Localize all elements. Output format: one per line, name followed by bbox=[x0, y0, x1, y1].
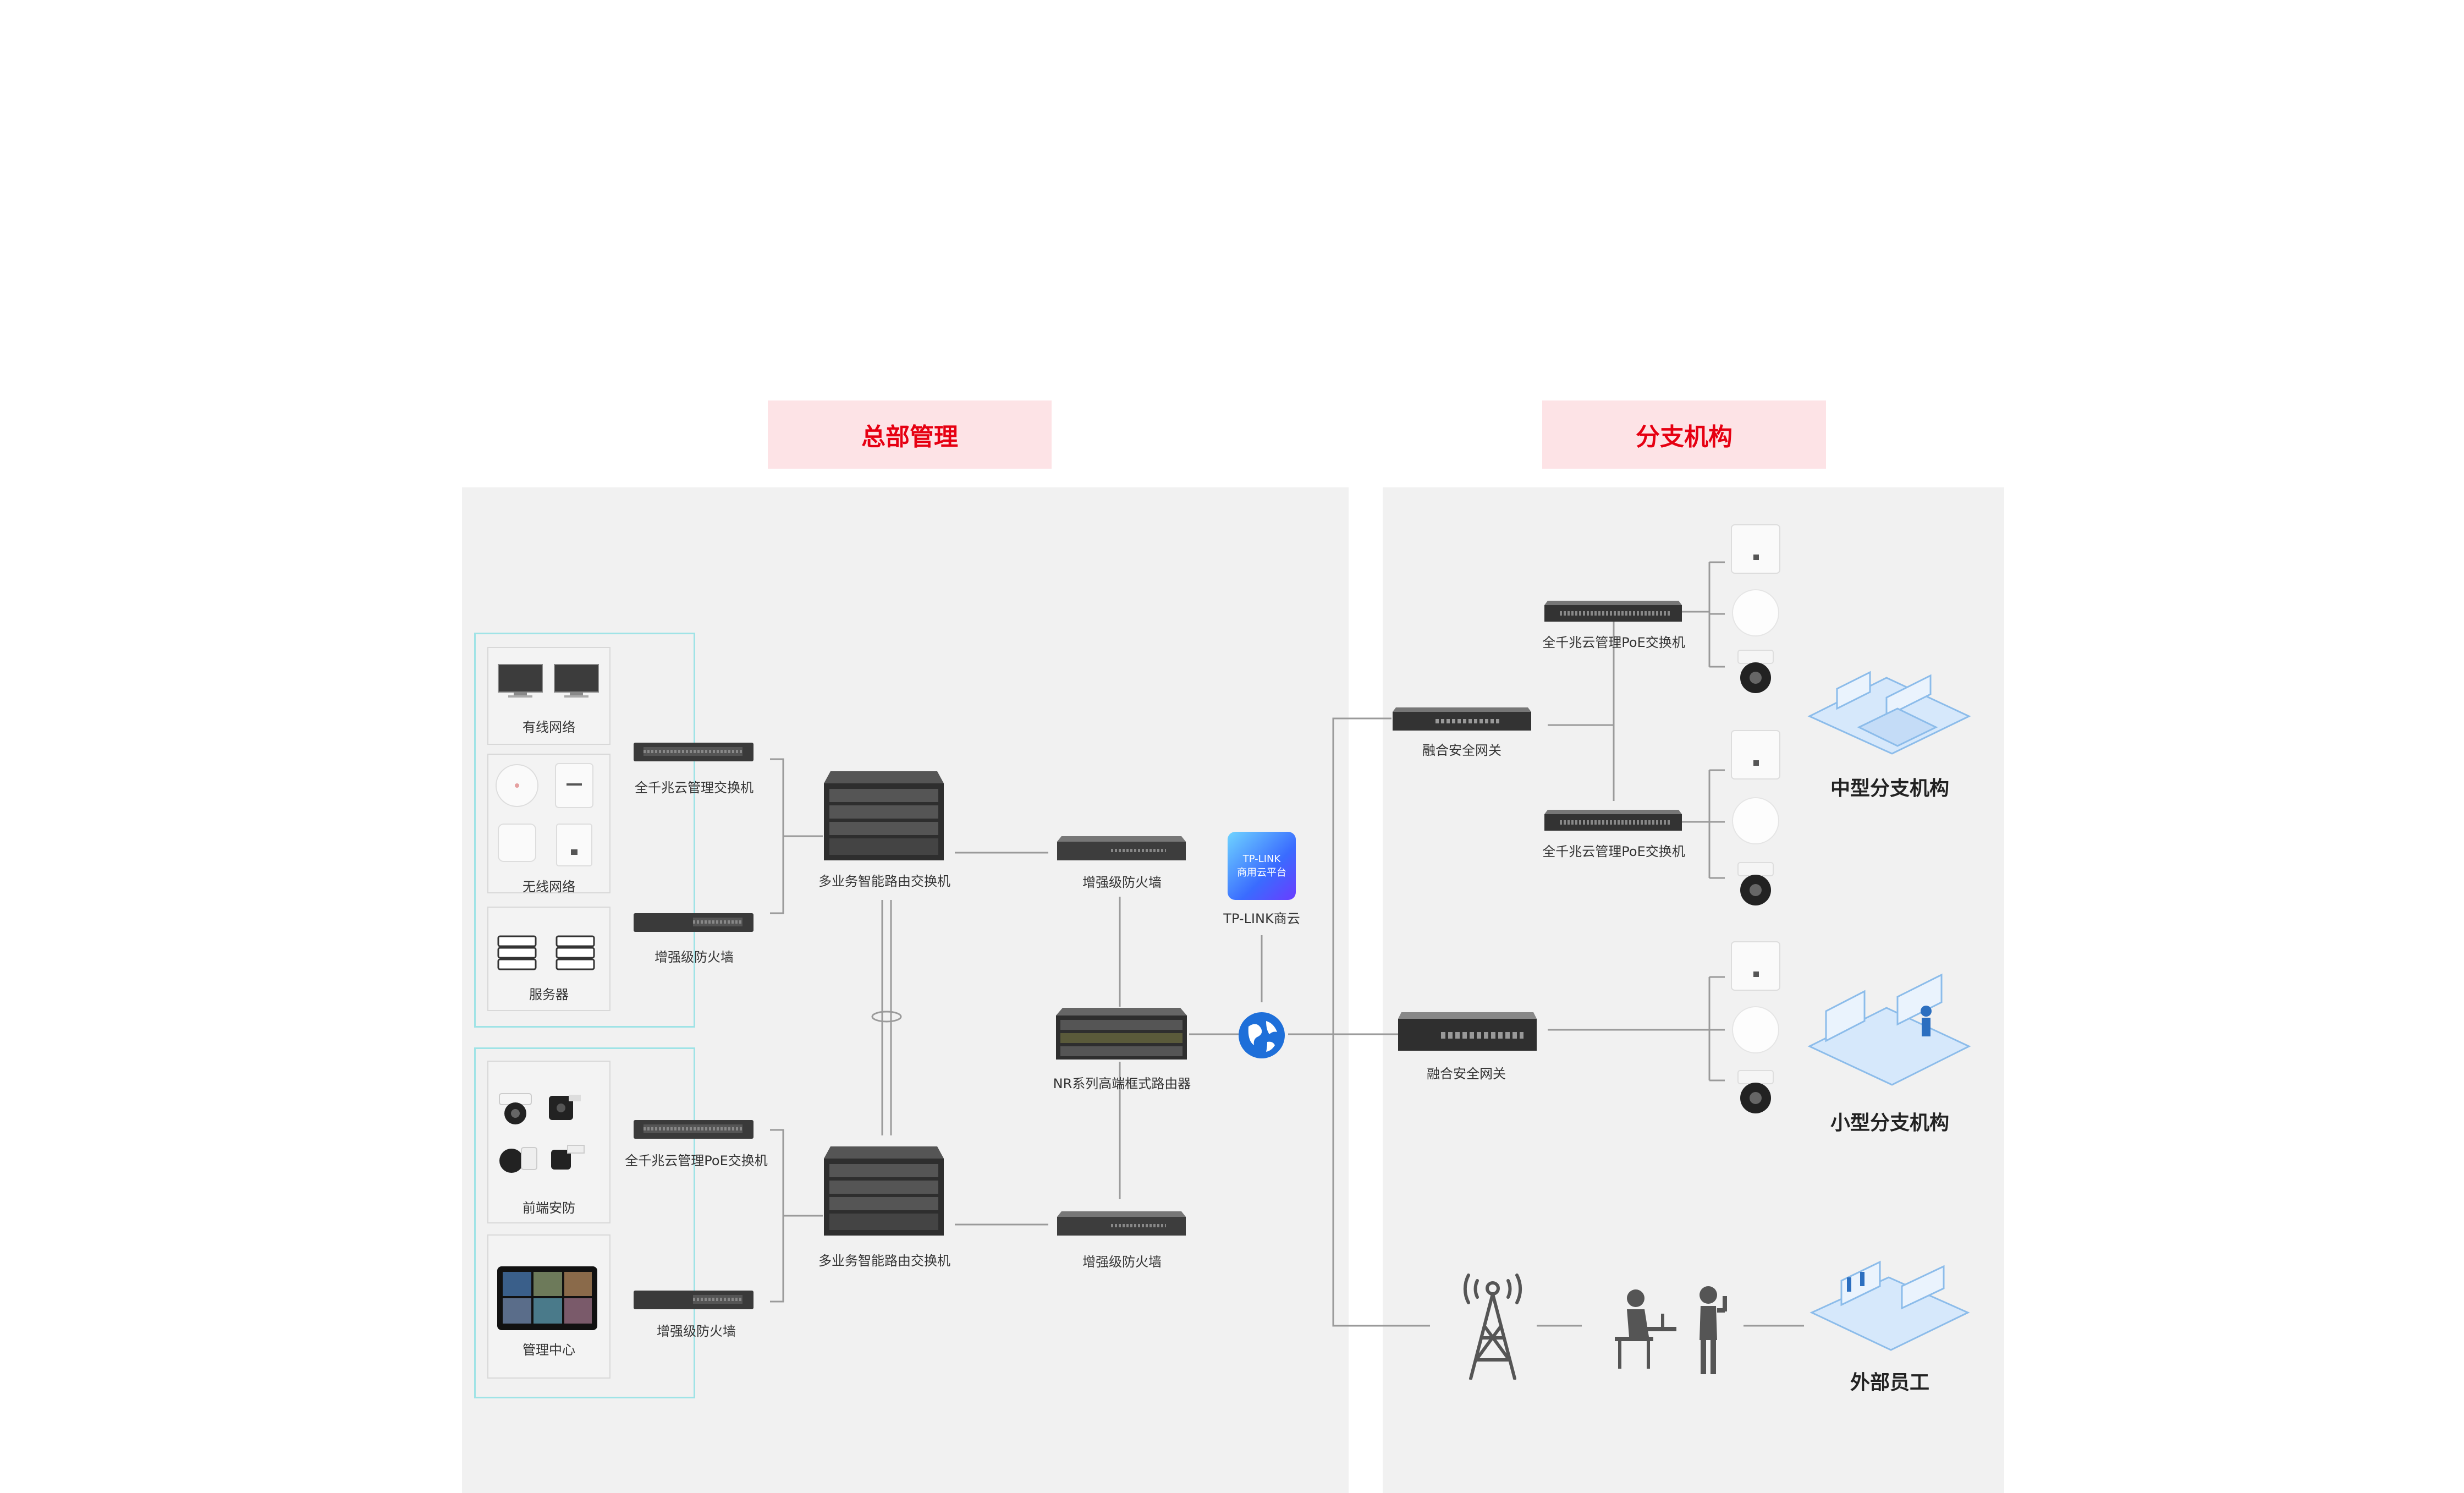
router-switch-icon bbox=[824, 1146, 944, 1236]
panel-ap-icon bbox=[1731, 941, 1780, 991]
router-switch-icon bbox=[824, 771, 944, 860]
dome-camera-icon bbox=[1737, 1070, 1774, 1113]
label-fw-left-bottom: 增强级防火墙 bbox=[657, 1324, 736, 1339]
firewall-icon bbox=[1057, 836, 1186, 860]
label-fw-mid-top: 增强级防火墙 bbox=[1082, 875, 1162, 890]
panel-ap-icon bbox=[1731, 730, 1780, 780]
label-security: 前端安防 bbox=[522, 1200, 575, 1216]
label-fw-mid-bottom: 增强级防火墙 bbox=[1082, 1254, 1162, 1270]
label-server: 服务器 bbox=[529, 987, 569, 1002]
ceiling-ap-icon bbox=[1732, 589, 1779, 636]
card-security bbox=[487, 1061, 610, 1223]
label-medium-branch: 中型分支机构 bbox=[1830, 777, 1950, 800]
label-poe-mid: 全千兆云管理PoE交换机 bbox=[1542, 844, 1685, 859]
header-hq: 总部管理 bbox=[768, 400, 1052, 469]
remote-office-icon bbox=[1810, 1260, 1970, 1351]
security-gateway-icon bbox=[1393, 707, 1531, 731]
remote-worker-icon bbox=[1615, 1289, 1676, 1369]
dome-camera-icon bbox=[1737, 650, 1774, 693]
dome-camera-icon bbox=[499, 1147, 537, 1173]
label-sw-poe: 全千兆云管理PoE交换机 bbox=[625, 1153, 768, 1168]
security-gateway-icon bbox=[1398, 1012, 1537, 1051]
label-small-branch: 小型分支机构 bbox=[1830, 1112, 1950, 1134]
management-display-icon bbox=[497, 1266, 597, 1330]
medium-office-icon bbox=[1807, 671, 1971, 755]
label-gateway-top: 融合安全网关 bbox=[1422, 743, 1502, 758]
header-branch-label: 分支机构 bbox=[1636, 423, 1733, 451]
label-cloud: TP-LINK商云 bbox=[1223, 911, 1300, 926]
label-sw-gigabit-mgmt: 全千兆云管理交换机 bbox=[635, 780, 754, 795]
label-remote: 外部员工 bbox=[1850, 1371, 1930, 1394]
monitor-icon bbox=[554, 664, 599, 698]
server-icon bbox=[556, 935, 595, 970]
cloud-platform-icon: TP-LINK 商用云平台 bbox=[1228, 832, 1296, 900]
wall-ap-icon bbox=[555, 763, 593, 808]
poe-switch-icon bbox=[634, 1120, 754, 1139]
firewall-icon bbox=[634, 1291, 754, 1309]
label-nr-router: NR系列高端框式路由器 bbox=[1053, 1076, 1191, 1091]
dome-camera-icon bbox=[499, 1093, 532, 1124]
bullet-camera-icon bbox=[551, 1145, 585, 1170]
switch-icon bbox=[634, 743, 754, 761]
nr-router-icon bbox=[1056, 1008, 1187, 1060]
label-router-switch-bottom: 多业务智能路由交换机 bbox=[818, 1253, 950, 1269]
hq-group-top bbox=[474, 633, 695, 1028]
panel-ap-icon bbox=[1731, 524, 1780, 574]
poe-switch-icon bbox=[1544, 601, 1682, 622]
header-branch: 分支机构 bbox=[1542, 400, 1826, 469]
label-wireless: 无线网络 bbox=[522, 879, 575, 894]
monitor-icon bbox=[498, 664, 543, 698]
label-poe-top: 全千兆云管理PoE交换机 bbox=[1542, 635, 1685, 650]
dome-camera-icon bbox=[1737, 862, 1774, 905]
ceiling-ap-icon bbox=[1732, 1006, 1779, 1053]
label-wired: 有线网络 bbox=[522, 720, 575, 735]
server-icon bbox=[497, 935, 537, 970]
small-office-icon bbox=[1807, 973, 1971, 1086]
label-gateway-bottom: 融合安全网关 bbox=[1427, 1066, 1506, 1082]
ceiling-ap-icon bbox=[496, 764, 538, 807]
label-mgmt: 管理中心 bbox=[522, 1342, 575, 1358]
label-router-switch-top: 多业务智能路由交换机 bbox=[818, 874, 950, 889]
firewall-icon bbox=[634, 913, 754, 932]
card-wired bbox=[487, 647, 610, 745]
person-phone-icon bbox=[1700, 1286, 1727, 1374]
header-hq-label: 总部管理 bbox=[861, 423, 958, 451]
poe-switch-icon bbox=[1544, 810, 1682, 831]
hq-group-bottom bbox=[474, 1047, 695, 1398]
globe-icon bbox=[1239, 1012, 1285, 1058]
cloud-tile-line2: 商用云平台 bbox=[1237, 866, 1286, 879]
ceiling-ap-icon bbox=[1732, 797, 1779, 844]
label-fw-left-top: 增强级防火墙 bbox=[654, 949, 734, 965]
cloud-tile-line1: TP-LINK bbox=[1242, 853, 1281, 865]
bullet-camera-icon bbox=[549, 1095, 581, 1120]
ceiling-ap-icon bbox=[498, 824, 536, 862]
firewall-icon bbox=[1057, 1211, 1186, 1236]
cell-tower-icon bbox=[1463, 1274, 1522, 1380]
panel-ap-icon bbox=[556, 824, 592, 866]
